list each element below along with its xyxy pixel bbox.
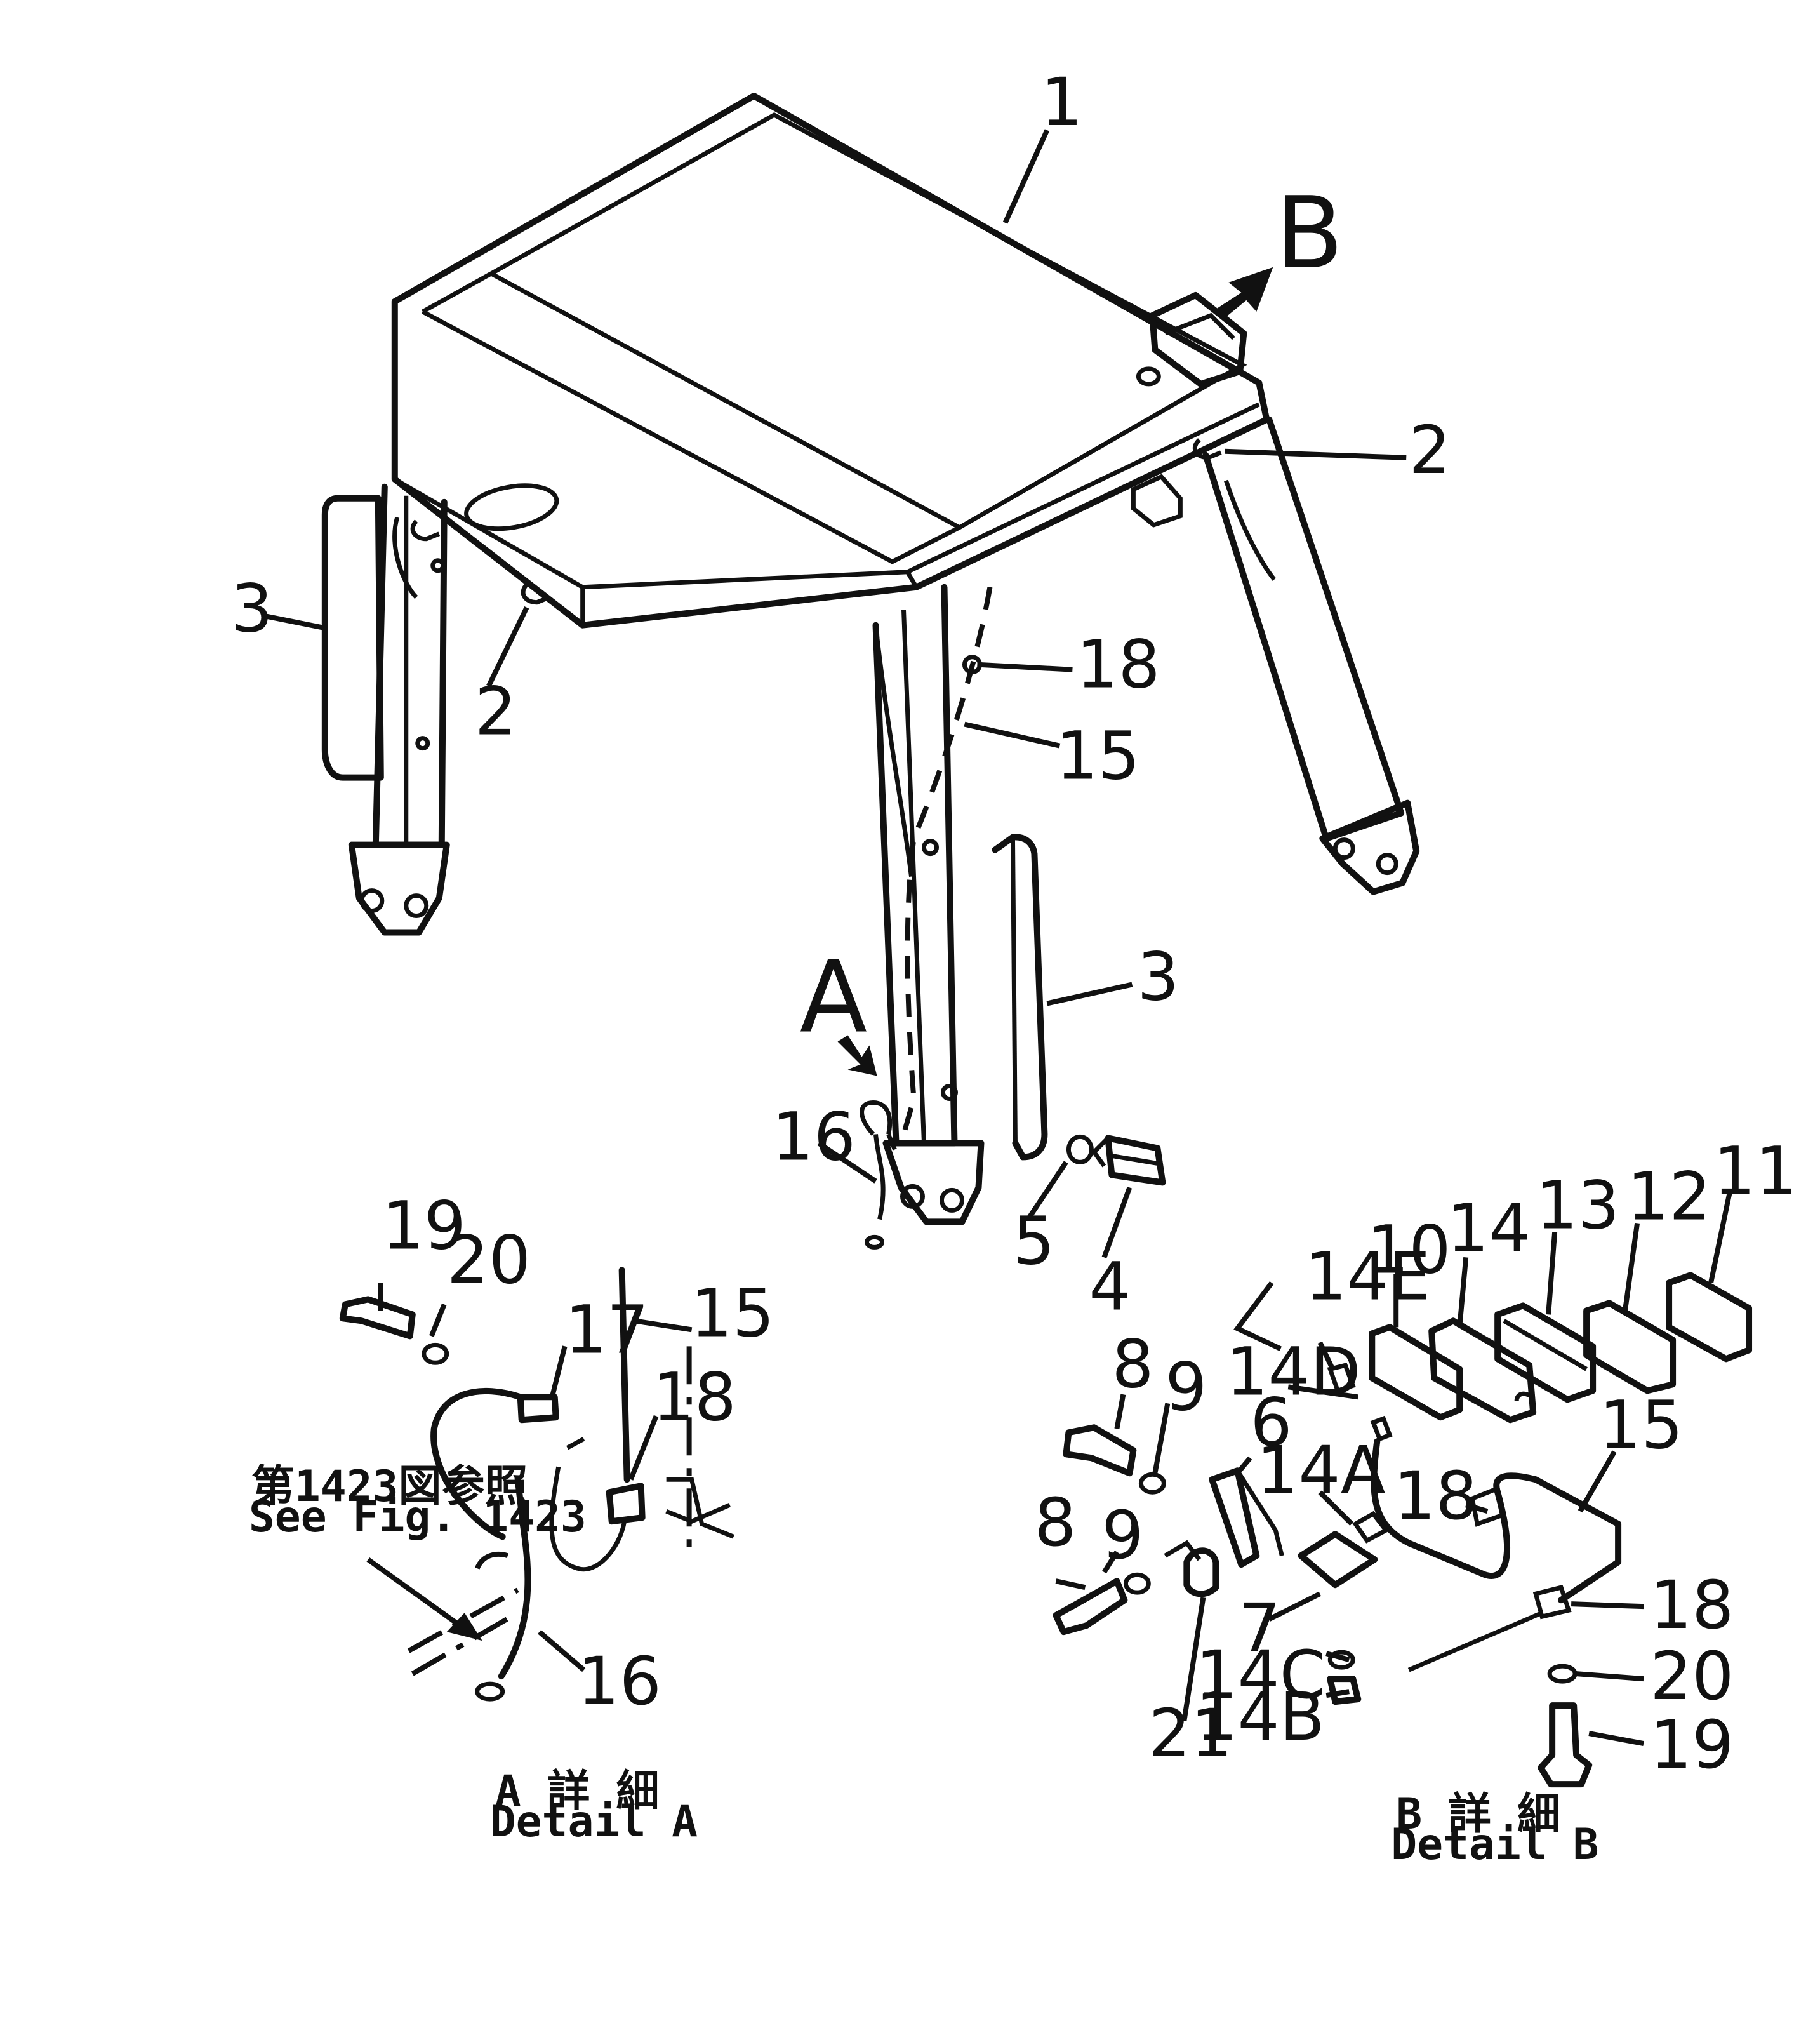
- callout-1: 1: [1040, 64, 1082, 141]
- detail-b-callout-14C: 14C: [1195, 1637, 1325, 1714]
- callout-3-right: 3: [1137, 939, 1179, 1016]
- detail-b-callout-8-bottom: 8: [1034, 1484, 1076, 1561]
- detail-b-caption-en: Detail B: [1391, 1820, 1598, 1870]
- callout-2-left: 2: [475, 674, 517, 750]
- detail-a-drawing: [339, 1267, 734, 1702]
- view-marker-a: A: [800, 939, 868, 1055]
- callout-labels: B A 1 2 2 3 3 4 5 15 16 18 19 20 17 15 1…: [231, 64, 1797, 1870]
- detail-b-callout-15: 15: [1599, 1387, 1683, 1464]
- detail-a-reference-jp: 第1423図参照: [251, 1462, 528, 1512]
- detail-b-callout-7: 7: [1239, 1590, 1280, 1667]
- detail-b-callout-12: 12: [1627, 1158, 1711, 1235]
- detail-b-callout-6: 6: [1250, 1384, 1292, 1461]
- detail-b-callout-11: 11: [1713, 1133, 1797, 1210]
- callout-4: 4: [1089, 1248, 1131, 1325]
- detail-b-callout-14: 14: [1447, 1190, 1531, 1267]
- detail-b-callout-14D: 14D: [1226, 1333, 1360, 1410]
- detail-b-callout-13: 13: [1536, 1167, 1619, 1244]
- detail-a-callout-15: 15: [691, 1275, 774, 1352]
- detail-a-caption-en: Detail A: [490, 1797, 698, 1847]
- callout-2-right: 2: [1409, 412, 1451, 489]
- detail-b-callout-9-bottom: 9: [1101, 1497, 1143, 1574]
- callout-15-main: 15: [1056, 718, 1139, 795]
- detail-b-callout-20: 20: [1650, 1638, 1734, 1715]
- detail-a-callout-16: 16: [578, 1643, 661, 1720]
- detail-a-reference-en: See Fig. 1423: [249, 1492, 587, 1542]
- view-marker-b: B: [1275, 175, 1343, 291]
- detail-a-callout-17: 17: [565, 1291, 649, 1368]
- leader-lines: [266, 129, 1732, 1747]
- detail-b-caption-jp: B 詳 細: [1396, 1789, 1560, 1839]
- detail-a-callout-19: 19: [382, 1187, 466, 1264]
- detail-b-callout-18-a: 18: [1393, 1458, 1477, 1535]
- detail-b-callout-14A: 14A: [1256, 1432, 1385, 1509]
- callout-3-left: 3: [231, 571, 273, 648]
- detail-b-callout-19: 19: [1650, 1707, 1734, 1784]
- detail-a-caption-jp: A 詳 細: [495, 1766, 660, 1817]
- detail-b-callout-18-b: 18: [1650, 1567, 1734, 1644]
- detail-b-callout-21: 21: [1148, 1695, 1232, 1772]
- detail-b-drawing: [1053, 1272, 1753, 1788]
- detail-a-callout-20: 20: [447, 1222, 531, 1298]
- detail-b-callout-8-top: 8: [1112, 1326, 1153, 1403]
- detail-b-callout-10: 10: [1367, 1211, 1451, 1288]
- callout-18-main: 18: [1076, 627, 1160, 704]
- detail-b-callout-14E: 14E: [1305, 1238, 1430, 1315]
- detail-b-callout-9-top: 9: [1165, 1349, 1207, 1425]
- callout-5: 5: [1013, 1203, 1054, 1279]
- detail-a-callout-18: 18: [653, 1359, 736, 1436]
- detail-b-callout-14B: 14B: [1195, 1679, 1325, 1756]
- canopy-assembly: [321, 93, 1420, 1250]
- callout-16-main: 16: [772, 1098, 856, 1175]
